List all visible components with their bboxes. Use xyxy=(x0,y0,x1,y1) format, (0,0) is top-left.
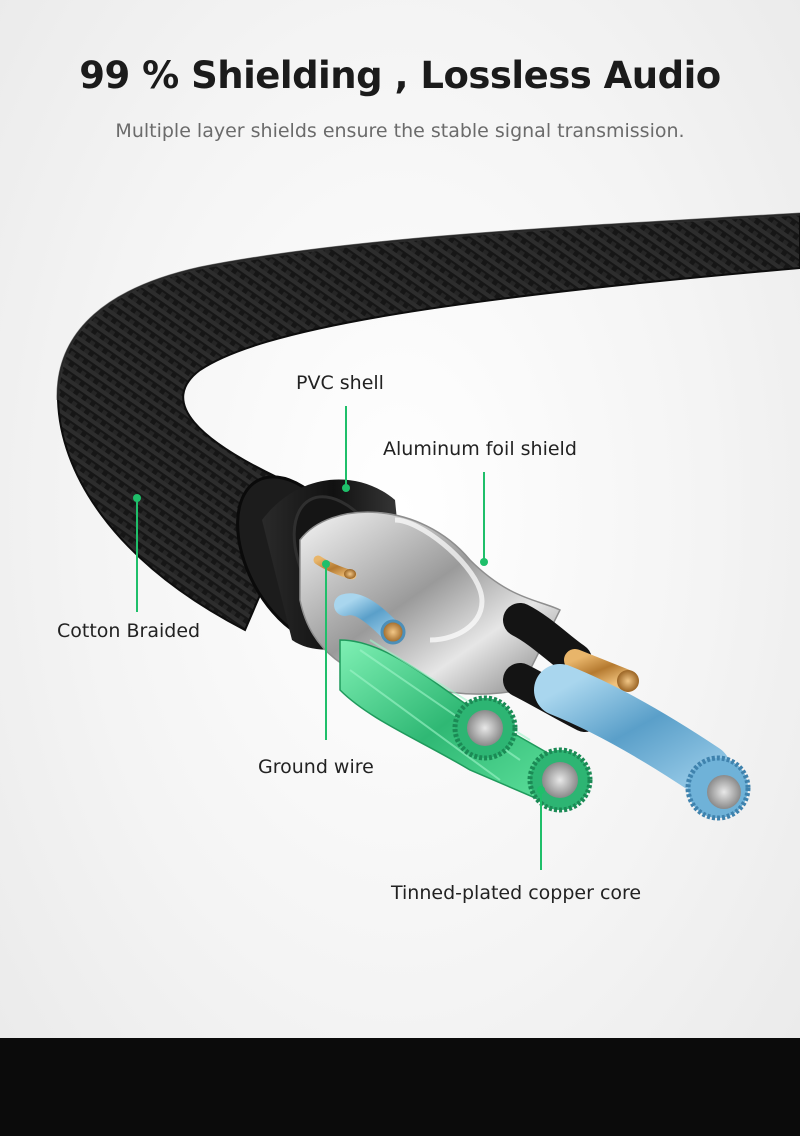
leader-lines xyxy=(136,406,542,870)
page-title: 99 % Shielding , Lossless Audio xyxy=(79,54,721,97)
label-cotton-braided: Cotton Braided xyxy=(57,620,201,642)
page-subtitle: Multiple layer shields ensure the stable… xyxy=(115,120,685,142)
label-aluminum-foil-shield: Aluminum foil shield xyxy=(383,438,577,460)
footer-bar xyxy=(0,1038,800,1136)
label-ground-wire: Ground wire xyxy=(258,756,374,778)
leader-dots xyxy=(133,484,545,794)
label-pvc-shell: PVC shell xyxy=(296,372,384,394)
label-copper-core: Tinned-plated copper core xyxy=(391,882,642,904)
blue-conductor xyxy=(534,664,731,796)
